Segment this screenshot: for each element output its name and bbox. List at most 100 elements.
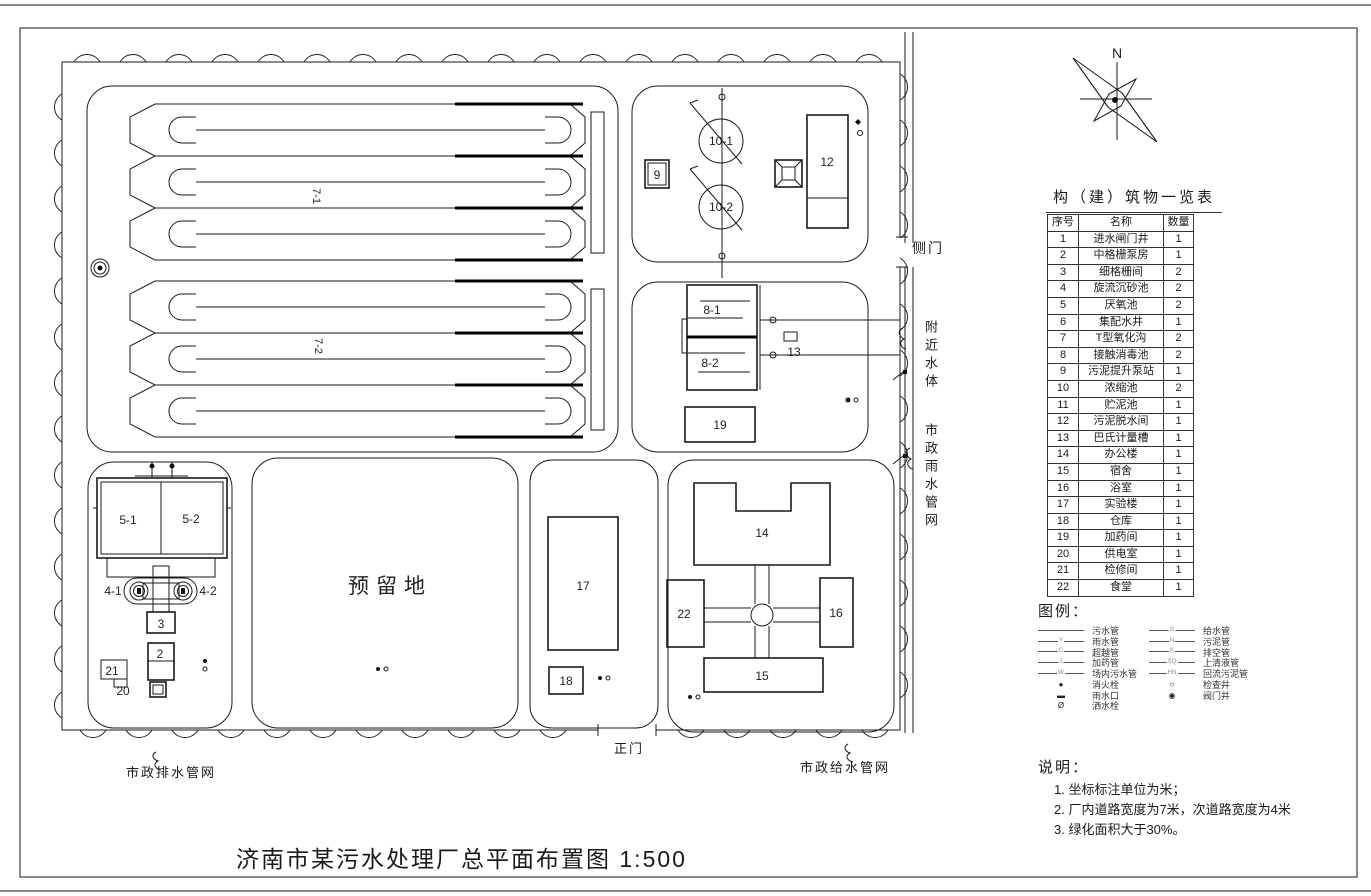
laboratory-area: 17 18 <box>547 516 619 695</box>
boundary-fence <box>53 53 909 739</box>
legend-item: Y 雨水管 <box>1038 636 1137 647</box>
legend-label: 加药管 <box>1092 658 1120 669</box>
structure-18-warehouse <box>548 666 584 695</box>
notes-title: 说明： <box>1038 759 1090 776</box>
legend-item: ○ 检查井 <box>1149 679 1248 690</box>
label-9: 9 <box>654 168 661 182</box>
structure-table-cell: 2 <box>1163 346 1194 365</box>
pipe-line-symbol: Y <box>1038 637 1084 645</box>
structure-table-cell: 3 <box>1047 263 1079 282</box>
legend-label: 雨水管 <box>1092 636 1120 647</box>
legend-label: 洒水栓 <box>1092 701 1120 712</box>
legend-label: 超越管 <box>1092 647 1120 658</box>
administration-area: 14 22 16 15 <box>666 482 854 700</box>
sludge-treatment-area: 10-1 10-2 9 12 <box>644 88 863 278</box>
legend-label: 给水管 <box>1203 625 1231 636</box>
col-header-name: 名称 <box>1078 214 1164 232</box>
structure-10-2-thickener <box>698 184 744 230</box>
hydrant-symbol <box>855 119 861 125</box>
structure-table-cell: 供电室 <box>1078 545 1164 564</box>
legend-label: 污泥管 <box>1203 636 1231 647</box>
legend-label: 回流污泥管 <box>1203 669 1249 680</box>
label-10-2: 10-2 <box>709 200 733 214</box>
structure-table-cell: 厌氧池 <box>1078 296 1164 315</box>
label-7-1: 7-1 <box>310 188 322 204</box>
legend-label: 上清液管 <box>1203 658 1240 669</box>
legend-glyph-symbol: ◉ <box>1168 690 1176 700</box>
reserved-land: 预留地 <box>348 575 432 672</box>
structure-table-cell: 办公楼 <box>1078 446 1164 464</box>
structure-table-cell: 13 <box>1047 429 1079 448</box>
boundary-fence-scallops <box>79 729 889 739</box>
structure-19-dosing-room <box>684 406 756 443</box>
structure-3-fine-screen <box>146 611 176 634</box>
structure-table-cell: 1 <box>1163 446 1194 464</box>
structure-table-cell: 污泥脱水间 <box>1078 413 1164 431</box>
structure-11-sludge-storage <box>774 159 803 188</box>
label-8-1: 8-1 <box>703 303 721 317</box>
structure-table-cell: 污泥提升泵站 <box>1078 363 1164 381</box>
structure-7-oxidation-ditches: 7-1 7-2 <box>129 102 605 439</box>
structure-table-cell: 1 <box>1163 562 1194 581</box>
legend-label: 污水管 <box>1092 625 1120 636</box>
structure-table-cell: T型氧化沟 <box>1078 330 1164 348</box>
label-4-2: 4-2 <box>199 584 217 598</box>
structure-table-cell: 7 <box>1047 330 1079 348</box>
label-5-2: 5-2 <box>182 512 200 526</box>
legend-item: ▬雨水口 <box>1038 690 1137 701</box>
legend-item: 污水管 <box>1038 625 1137 636</box>
structure-1-inlet-gate-well <box>149 681 167 698</box>
label-15: 15 <box>755 669 769 683</box>
label-reserved-land: 预留地 <box>348 575 432 598</box>
label-3: 3 <box>158 617 165 631</box>
compass-north-icon: N <box>1072 45 1158 143</box>
structure-table-cell: 1 <box>1163 313 1194 332</box>
structure-5-anaerobic-tanks <box>93 475 231 559</box>
structure-2-screen-pump-house <box>147 642 175 681</box>
structure-table-cell: 1 <box>1163 529 1194 547</box>
structure-table-cell: 1 <box>1163 429 1194 448</box>
structure-table-cell: 接触消毒池 <box>1078 346 1164 365</box>
pipe-line-symbol: W <box>1038 670 1084 678</box>
structure-table-cell: 1 <box>1163 413 1194 431</box>
legend-item: ●消火栓 <box>1038 679 1137 690</box>
structure-table-cell: 2 <box>1163 280 1194 298</box>
structure-table-cell: 21 <box>1047 562 1079 581</box>
connection-squiggle <box>152 751 162 771</box>
structure-table-cell: 2 <box>1163 263 1194 282</box>
disinfection-area: 8-1 8-2 13 19 <box>681 284 900 443</box>
structure-table-cell: 集配水井 <box>1078 313 1164 332</box>
structure-table-cell: 5 <box>1047 296 1079 315</box>
structure-table-cell: 1 <box>1163 496 1194 514</box>
structure-table-cell: 2 <box>1163 379 1194 398</box>
label-13: 13 <box>787 345 801 359</box>
label-5-1: 5-1 <box>119 513 137 527</box>
label-22: 22 <box>677 607 691 621</box>
structure-table-cell: 1 <box>1163 396 1194 415</box>
legend-glyph-symbol: ○ <box>1169 679 1175 689</box>
label-7-2: 7-2 <box>312 338 324 354</box>
note-item: 3. 绿化面积大于30%。 <box>1054 822 1186 837</box>
label-2: 2 <box>157 647 164 661</box>
legend-label: 检查井 <box>1203 679 1231 690</box>
label-4-1: 4-1 <box>104 584 122 598</box>
structure-table-cell: 仓库 <box>1078 512 1164 531</box>
label-14: 14 <box>755 526 769 540</box>
